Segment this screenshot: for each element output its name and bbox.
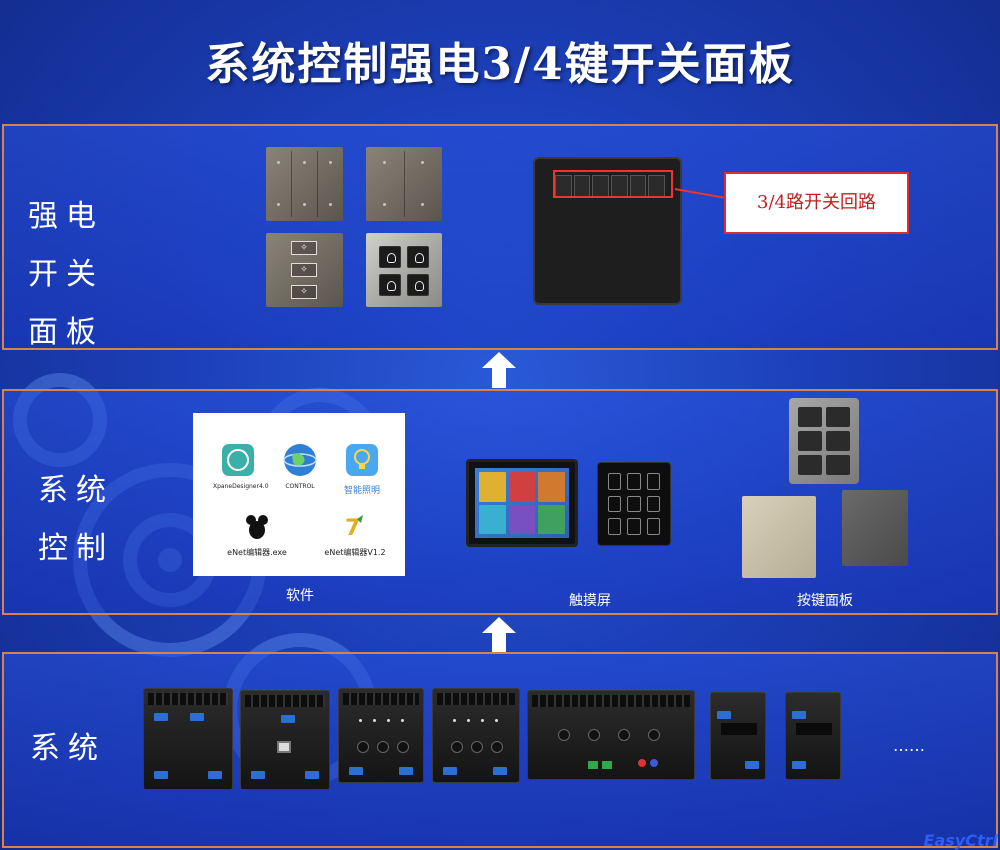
relay-module-wide [527,690,695,780]
terminal-highlight-box [553,170,673,198]
power-switch-panel-section [2,124,998,350]
display-module-1 [710,692,766,780]
light-icon: ✧ [291,285,317,299]
more-devices-ellipsis: …… [893,736,925,755]
dimmer-module-1 [338,688,424,783]
globe-icon [283,444,317,476]
power-panel-label-line-2: 开关 [28,257,104,292]
app-label: eNet编辑器V1.2 [324,548,386,557]
app-xpanedesigner[interactable]: XpaneDesigner4.0 [213,443,269,490]
touchscreen-device [466,459,578,547]
xpanedesigner-icon [222,444,254,476]
app-smart-lighting[interactable]: 智能照明 [337,443,387,496]
switch-back-module [533,157,682,305]
display-module-2 [785,692,841,780]
switch-panel-3key-brown [266,147,343,221]
bulb-icon [379,246,401,268]
switch-panel-2key-brown [366,147,442,221]
brand-logo: EasyCtrl [923,831,998,850]
control-module-2 [240,690,330,790]
key-panel-grey [842,490,908,566]
switch-circuit-callout: 3/4路开关回路 [724,172,909,234]
app-control[interactable]: CONTROL [275,443,325,490]
app-label: XpaneDesigner4.0 [213,483,269,490]
bulb-icon [379,274,401,296]
app-label: eNet编辑器.exe [227,548,287,557]
software-caption: 软件 [286,588,314,604]
power-panel-label: 强电 开关 面板 [28,188,118,362]
switch-panel-3key-icons: ✧ ✧ ✧ [266,233,343,307]
software-box: XpaneDesigner4.0 CONTROL 智能照明 eNet编辑器.ex… [193,413,405,576]
svg-text:7: 7 [345,516,360,541]
system-control-label-line-1: 系统 [38,473,114,508]
key-panel-caption: 按键面板 [797,593,853,609]
lightbulb-icon [346,444,378,476]
system-label-line-1: 系统 [30,731,106,766]
up-arrow-icon [482,617,516,653]
up-arrow-icon [482,352,516,388]
touchscreen-caption: 触摸屏 [569,593,611,609]
app-enet-editor-v12[interactable]: 7 eNet编辑器V1.2 [315,513,395,558]
mouse-mascot-icon [246,515,268,539]
app-enet-editor-exe[interactable]: eNet编辑器.exe [217,513,297,558]
system-control-label: 系统 控制 [38,462,128,578]
power-panel-label-line-3: 面板 [28,315,104,350]
app-label: CONTROL [285,483,315,490]
bulb-icon [407,274,429,296]
key-panel-dark [789,398,859,484]
bulb-icon [407,246,429,268]
power-panel-label-line-1: 强电 [28,199,104,234]
system-control-label-line-2: 控制 [38,531,114,566]
seven-logo-icon: 7 [345,515,363,541]
app-label: 智能照明 [343,486,380,496]
control-module-1 [143,688,233,790]
light-icon: ✧ [291,241,317,255]
switch-panel-4key-silver [366,233,442,307]
system-label: 系统 [30,720,120,778]
small-touch-panel [597,462,671,546]
key-panel-gold [742,496,816,578]
light-icon: ✧ [291,263,317,277]
dimmer-module-2 [432,688,520,783]
page-title: 系统控制强电3/4键开关面板 [205,39,795,90]
